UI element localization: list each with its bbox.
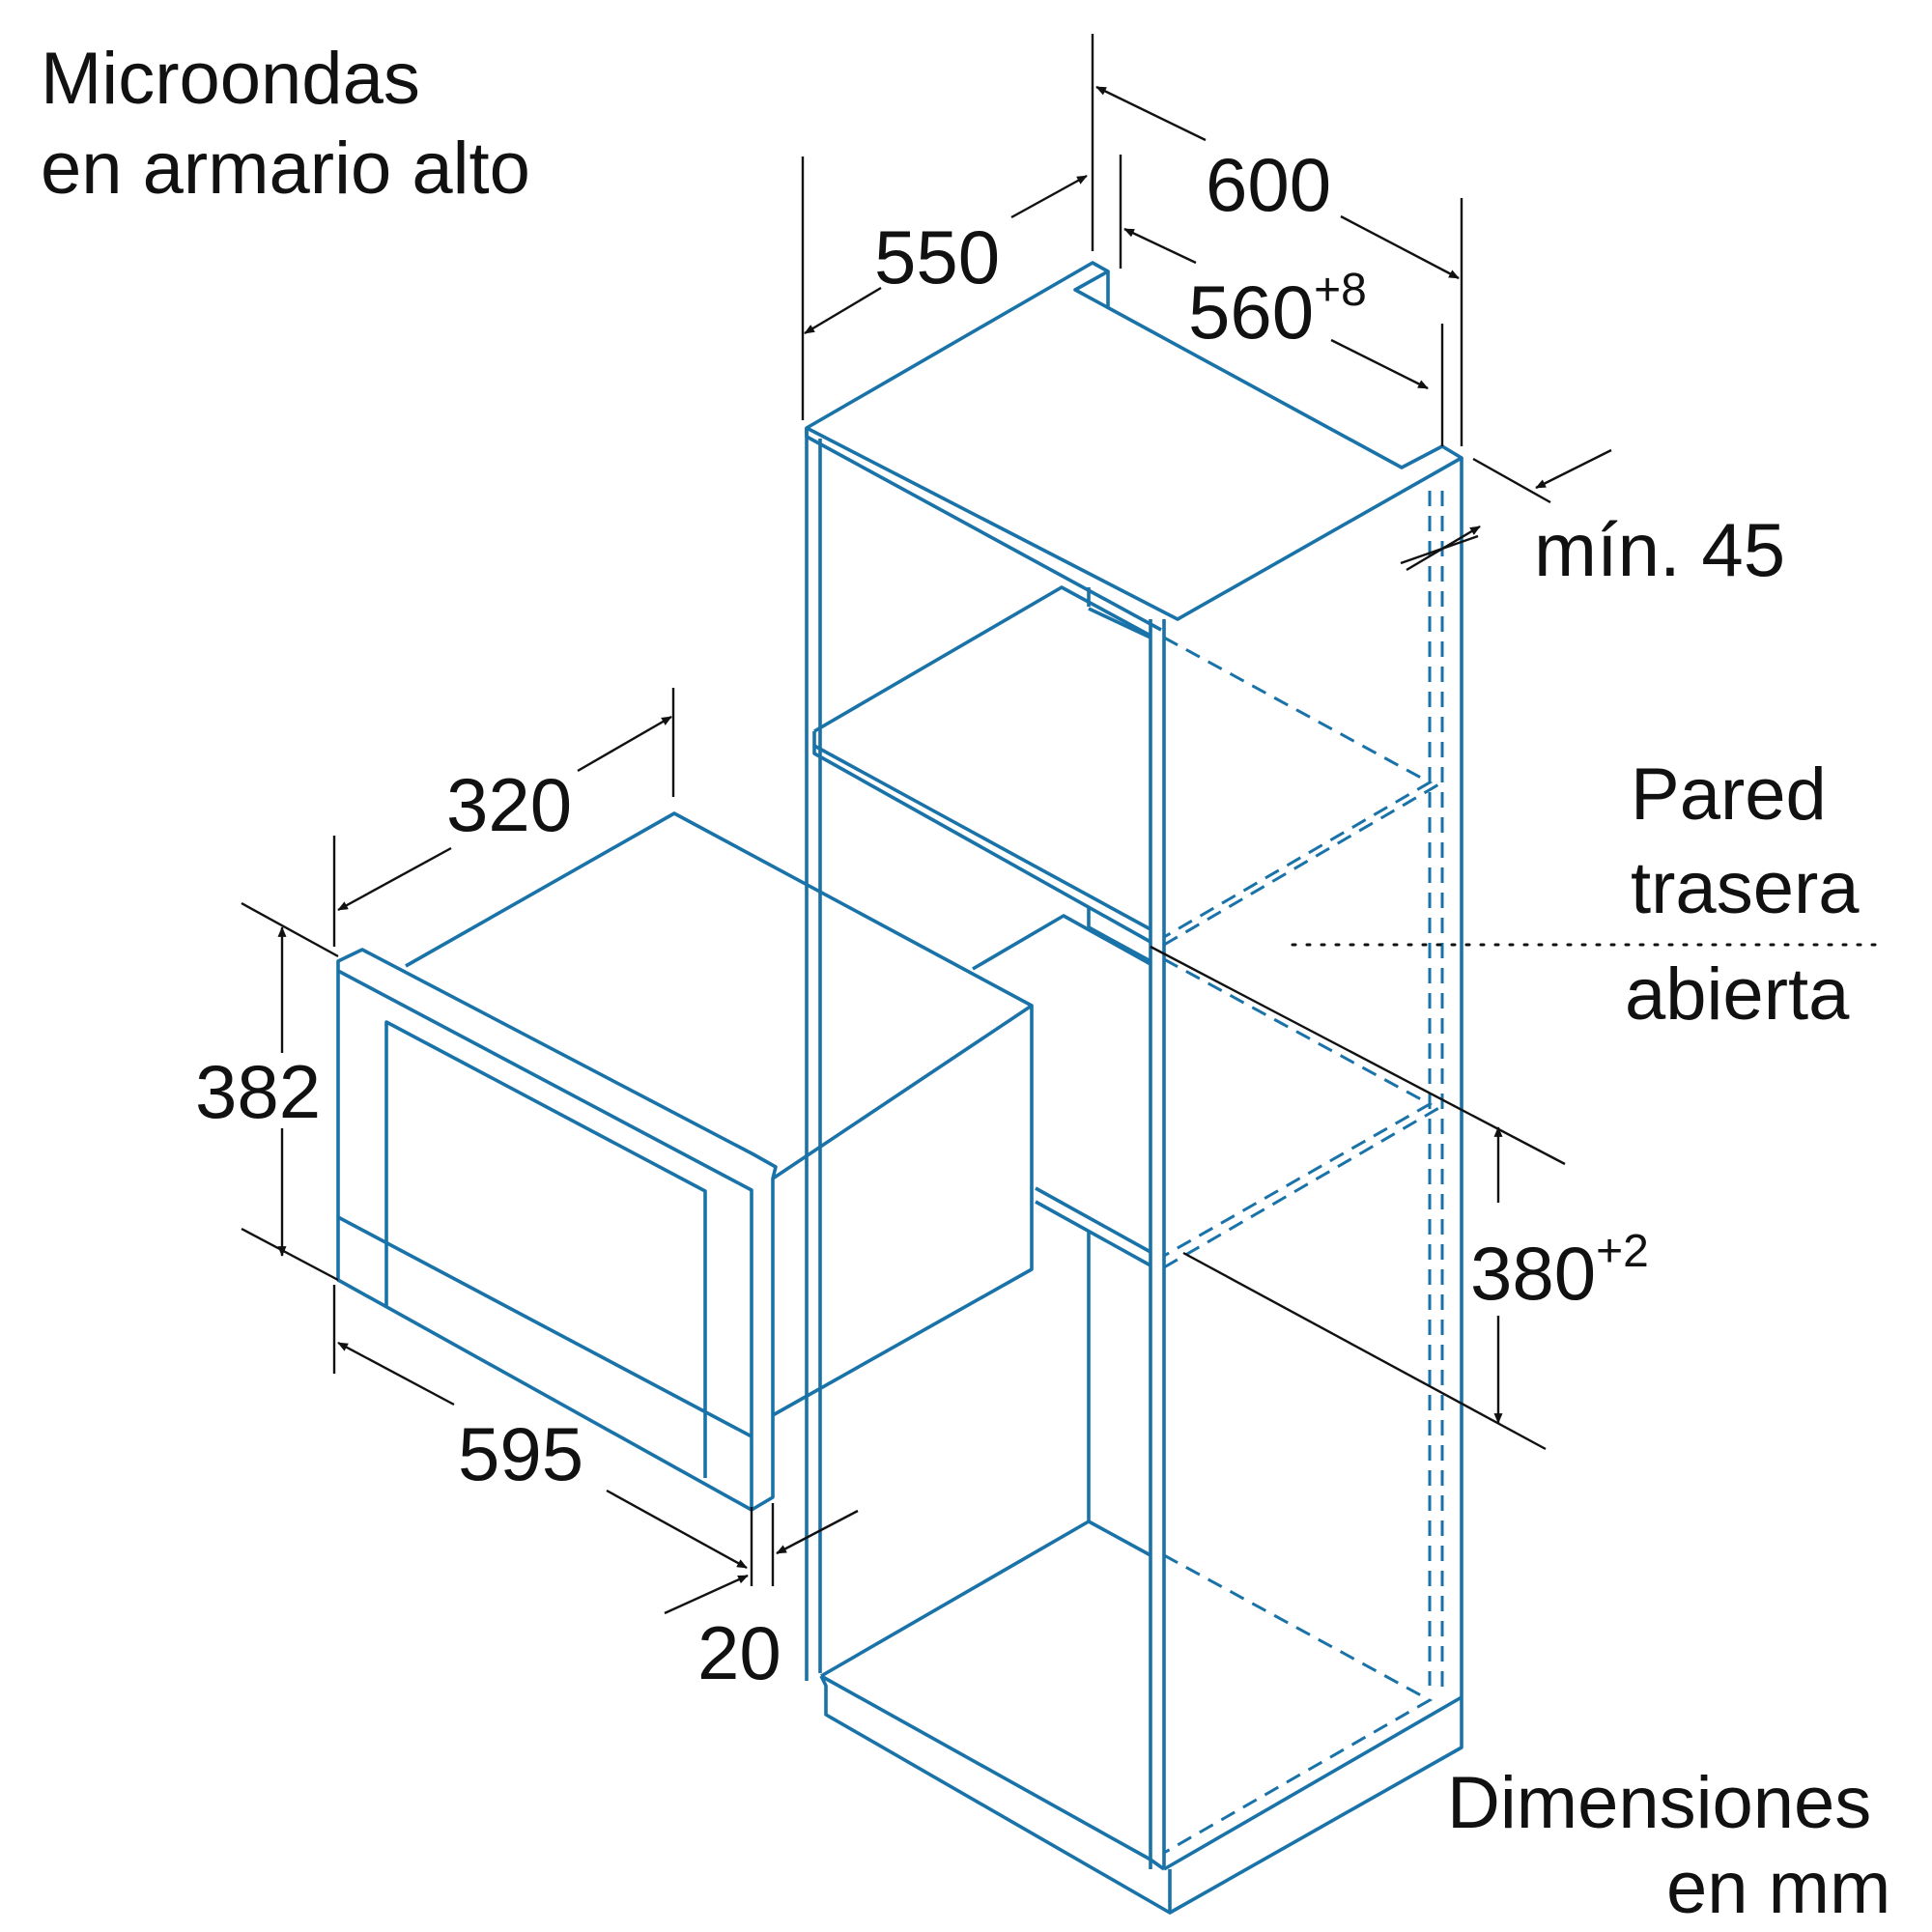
back-wall-line-3: abierta [1625,953,1850,1036]
microwave-body [405,811,1034,1417]
dimension-lines [241,34,1886,1615]
dim-line-600 [1095,85,1207,142]
cabinet-upper-shelf [812,585,1151,944]
dim-line-320 [577,715,672,773]
dim-label-560-tolerance: +8 [1314,265,1367,316]
cabinet-bottom-board [819,1520,1463,1915]
microwave-appliance [336,811,1034,1512]
dim-label-20: 20 [697,1610,781,1695]
units-note-line-2: en mm [1666,1847,1890,1929]
dim-label-560: 560+8 [1188,265,1367,355]
hidden-lines [1163,491,1444,1855]
cabinet-left-panel [805,428,822,1681]
dim-label-382: 382 [195,1049,321,1134]
labels: Microondas en armario alto 550 600 560+8… [41,38,1890,1929]
dim-label-600: 600 [1206,142,1331,227]
dim-label-380: 380+2 [1470,1226,1649,1316]
dim-label-595: 595 [458,1411,583,1496]
units-note-line-1: Dimensiones [1447,1762,1871,1844]
dim-line-560 [1123,227,1197,265]
cabinet-front-frame [1149,619,1166,1869]
dim-label-550: 550 [874,214,1000,299]
dim-line-min45 [1535,448,1612,490]
dim-label-320: 320 [446,762,572,847]
microwave-door-window [384,1020,707,1478]
title-line-1: Microondas [41,38,420,120]
cabinet-niche-floor [972,914,1151,1267]
dim-line-20 [664,1574,749,1615]
cabinet-top-board [805,261,1463,621]
title-line-2: en armario alto [41,128,530,210]
dim-label-min45: mín. 45 [1534,507,1785,592]
back-wall-line-2: trasera [1631,847,1860,929]
back-wall-line-1: Pared [1631,753,1827,836]
dim-line-595 [337,1341,455,1406]
dim-label-380-tolerance: +2 [1596,1226,1649,1277]
dim-line-550 [1010,174,1088,219]
tall-cabinet [805,261,1463,1915]
